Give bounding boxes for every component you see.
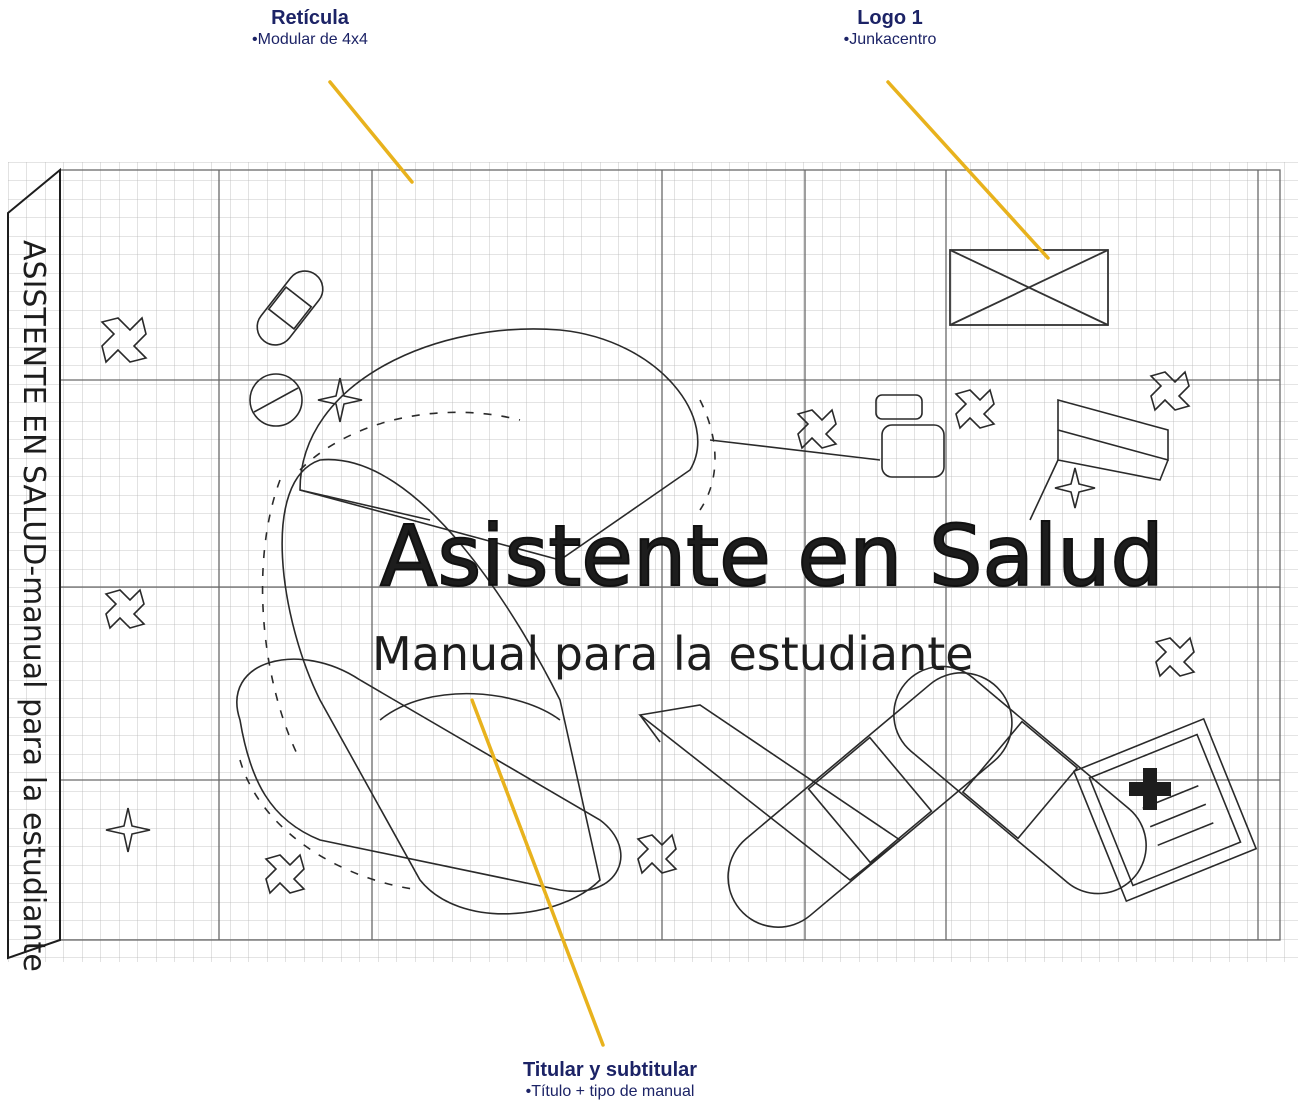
book-spine — [7, 167, 61, 960]
annotation-reticula: Retícula •Modular de 4x4 — [215, 6, 405, 50]
leader-line-reticula — [328, 80, 414, 184]
background-illustrations — [236, 270, 1258, 928]
annotation-titular-subtitle: •Título + tipo de manual — [525, 1083, 695, 1100]
decorative-crosses — [100, 316, 1196, 895]
leader-lines — [328, 80, 1050, 1047]
annotation-titular: Titular y subtitular •Título + tipo de m… — [480, 1058, 740, 1102]
annotation-reticula-subtitle: •Modular de 4x4 — [252, 31, 368, 48]
first-aid-cross — [1129, 768, 1171, 810]
leader-line-titular — [470, 698, 605, 1047]
grid-paper — [8, 162, 1298, 962]
sketch-main-title: Asistente en Salud — [380, 507, 1164, 605]
annotation-titular-title: Titular y subtitular — [522, 1059, 698, 1081]
sketch-subtitle: Manual para la estudiante — [372, 627, 974, 681]
spine-text: ASISTENTE EN SALUD-manual para la estudi… — [16, 240, 51, 972]
logo-placeholder — [949, 249, 1109, 326]
annotation-reticula-title: Retícula — [271, 7, 349, 29]
leader-line-logo — [886, 80, 1050, 260]
annotation-logo-title: Logo 1 — [857, 7, 923, 29]
annotation-logo-subtitle: •Junkacentro — [843, 31, 937, 48]
annotation-logo: Logo 1 •Junkacentro — [790, 6, 990, 50]
